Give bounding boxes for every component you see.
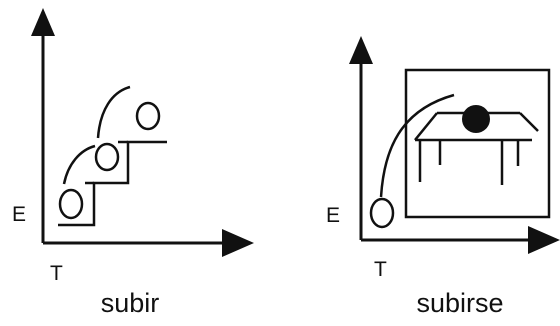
x-axis-label-subirse: T (374, 258, 387, 281)
y-axis-label-subirse: E (326, 204, 340, 227)
y-axis-label-subir: E (12, 203, 26, 226)
balls-subir (58, 101, 161, 220)
panel-subirse: E T subirse (326, 36, 560, 318)
caption-subirse: subirse (416, 288, 503, 318)
x-axis-label-subir: T (50, 262, 63, 285)
jump-arc-icon (62, 144, 96, 185)
jump-arc-icon (379, 93, 455, 198)
frame-box (404, 68, 551, 219)
ball-icon (58, 188, 84, 220)
axes-subir (41, 32, 226, 245)
staircase (58, 140, 167, 227)
jump-arc-icon (96, 85, 131, 139)
ball-icon (94, 142, 120, 172)
y-axis-arrow-icon (349, 36, 373, 64)
table-top-right-edge (519, 112, 539, 132)
ball-icon (369, 197, 395, 229)
filled-ball-icon (462, 105, 490, 133)
y-axis-arrow-icon (31, 8, 55, 36)
table-top-left-edge (414, 112, 438, 141)
caption-subir: subir (101, 288, 160, 318)
step-icon (58, 140, 167, 227)
axes-subirse (359, 60, 530, 242)
x-axis-arrow-icon (222, 229, 254, 257)
ball-icon (135, 101, 161, 131)
panel-subir: E T subir (12, 8, 254, 318)
jump-arcs-subir (62, 85, 131, 185)
x-axis-arrow-icon (528, 226, 560, 254)
